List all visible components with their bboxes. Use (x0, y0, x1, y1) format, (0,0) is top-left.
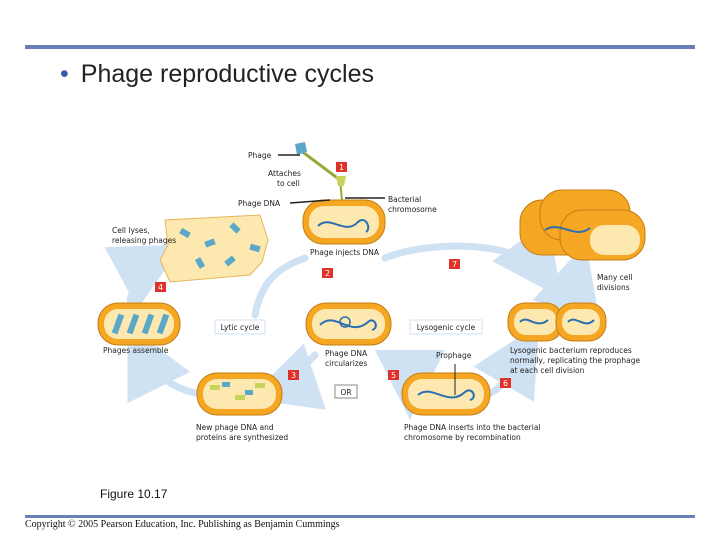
label-circularizes-2: circularizes (325, 359, 367, 368)
step-5: 5 (391, 371, 396, 380)
dividing-cells (519, 189, 646, 261)
label-pointers (278, 154, 385, 204)
slide-title: • Phage reproductive cycles (60, 60, 374, 89)
step-2: 2 (325, 269, 330, 278)
label-attaches-2: to cell (277, 179, 300, 188)
arrow-infected-to-lysogenic (381, 220, 562, 298)
bacterial-dna (317, 219, 370, 233)
step-4: 4 (158, 283, 163, 292)
prophage-cell (401, 364, 491, 416)
label-bacterial-2: chromosome (388, 205, 437, 214)
arrow-synthesis-to-assembly (127, 324, 209, 404)
synthesis-cell (196, 372, 283, 416)
lytic-cycle-box (214, 319, 266, 335)
or-label: OR (340, 388, 351, 397)
label-inserts-1: Phage DNA inserts into the bacterial (404, 423, 541, 432)
lysogenic-cycle-label: Lysogenic cycle (417, 323, 476, 332)
diagram-labels: Phage Attaches to cell Phage DNA Bacteri… (103, 151, 641, 442)
arrow-assembly-to-lysis (104, 244, 183, 309)
infected-cell (302, 199, 386, 245)
arrow-divisions (532, 243, 600, 321)
label-phage-injects: Phage injects DNA (310, 248, 380, 257)
label-lysogenic-bact-3: at each cell division (510, 366, 585, 375)
slide-title-text: Phage reproductive cycles (80, 60, 374, 88)
or-box (334, 384, 358, 399)
label-lysogenic-bact-2: normally, replicating the prophage (510, 356, 641, 365)
lysing-cell (159, 214, 269, 283)
lysogen-cells (507, 302, 607, 342)
label-attaches-1: Attaches (268, 169, 301, 178)
phage-icon (295, 142, 346, 201)
label-many-cell-1: Many cell (597, 273, 633, 282)
label-phage: Phage (248, 151, 272, 160)
lytic-cycle-label: Lytic cycle (221, 323, 260, 332)
step-badges: 1 2 3 4 5 6 7 (155, 162, 511, 388)
step-3: 3 (291, 371, 296, 380)
cell-interior (309, 206, 379, 238)
footer-rule (25, 515, 695, 518)
label-phage-dna: Phage DNA (238, 199, 281, 208)
label-lysogenic-bact-1: Lysogenic bacterium reproduces (510, 346, 632, 355)
copyright-text: Copyright © 2005 Pearson Education, Inc.… (25, 519, 340, 530)
step-1: 1 (339, 163, 344, 172)
label-prophage: Prophage (436, 351, 472, 360)
figure-label: Figure 10.17 (100, 487, 168, 501)
arrow-infected-to-lytic (251, 254, 309, 319)
step-7: 7 (452, 260, 457, 269)
label-new-dna-1: New phage DNA and (196, 423, 274, 432)
lytic-cycle-arrows (104, 244, 326, 410)
label-circularizes-1: Phage DNA (325, 349, 368, 358)
released-phages (179, 222, 261, 269)
label-inserts-2: chromosome by recombination (404, 433, 521, 442)
label-new-dna-2: proteins are synthesized (196, 433, 288, 442)
label-phages-assemble: Phages assemble (103, 346, 169, 355)
label-bacterial-1: Bacterial (388, 195, 421, 204)
title-rule (25, 45, 695, 49)
lysogenic-cycle-box (409, 319, 483, 335)
title-bullet: • (60, 60, 69, 88)
label-many-cell-2: divisions (597, 283, 630, 292)
assembly-cell (97, 302, 181, 346)
label-cell-lyses-2: releasing phages (112, 236, 176, 245)
circularize-cell (305, 302, 392, 346)
label-cell-lyses-1: Cell lyses, (112, 226, 150, 235)
step-6: 6 (503, 379, 508, 388)
